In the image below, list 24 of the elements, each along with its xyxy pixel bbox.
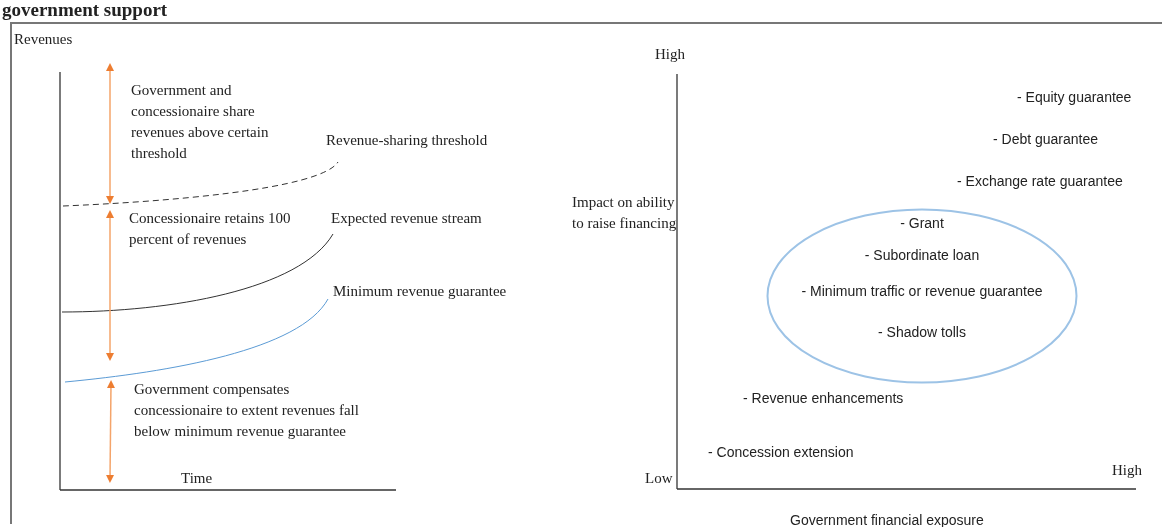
option-text: - Revenue enhancements (743, 389, 904, 408)
axis-title: Time (181, 469, 213, 488)
curve-label: Expected revenue stream (331, 209, 482, 228)
axis-end-label: High (655, 45, 685, 64)
option-text: - Concession extension (708, 443, 854, 462)
axis-title: Government financial exposure (790, 511, 984, 527)
option-text: - Equity guarantee (1017, 88, 1132, 107)
option-text: - Minimum traffic or revenue guarantee (801, 283, 1043, 299)
annotation-text: Government compensates concessionaire to extent revenues fall below minimum revenue guarantee (134, 380, 360, 441)
annotation-text: Government and concessionaire share revenues above certain threshold (131, 81, 270, 163)
curve-label: Revenue-sharing threshold (326, 131, 488, 150)
option-text: - Debt guarantee (993, 130, 1099, 149)
option-text: - Shadow tolls (878, 324, 966, 340)
axis-title: Revenues (14, 30, 73, 49)
axis-title: Impact on ability to raise financing (572, 193, 678, 233)
curve-label: Minimum revenue guarantee (333, 282, 507, 301)
figure-title: government support (2, 0, 168, 20)
option-text: - Exchange rate guarantee (957, 172, 1123, 191)
annotation-text: Concessionaire retains 100 percent of revenues (129, 209, 292, 249)
axis-end-label: Low (645, 469, 673, 488)
option-text: - Grant (900, 215, 944, 231)
option-text: - Subordinate loan (864, 247, 980, 263)
grouping-ellipse (766, 208, 1078, 384)
axis-end-label: High (1112, 461, 1142, 480)
